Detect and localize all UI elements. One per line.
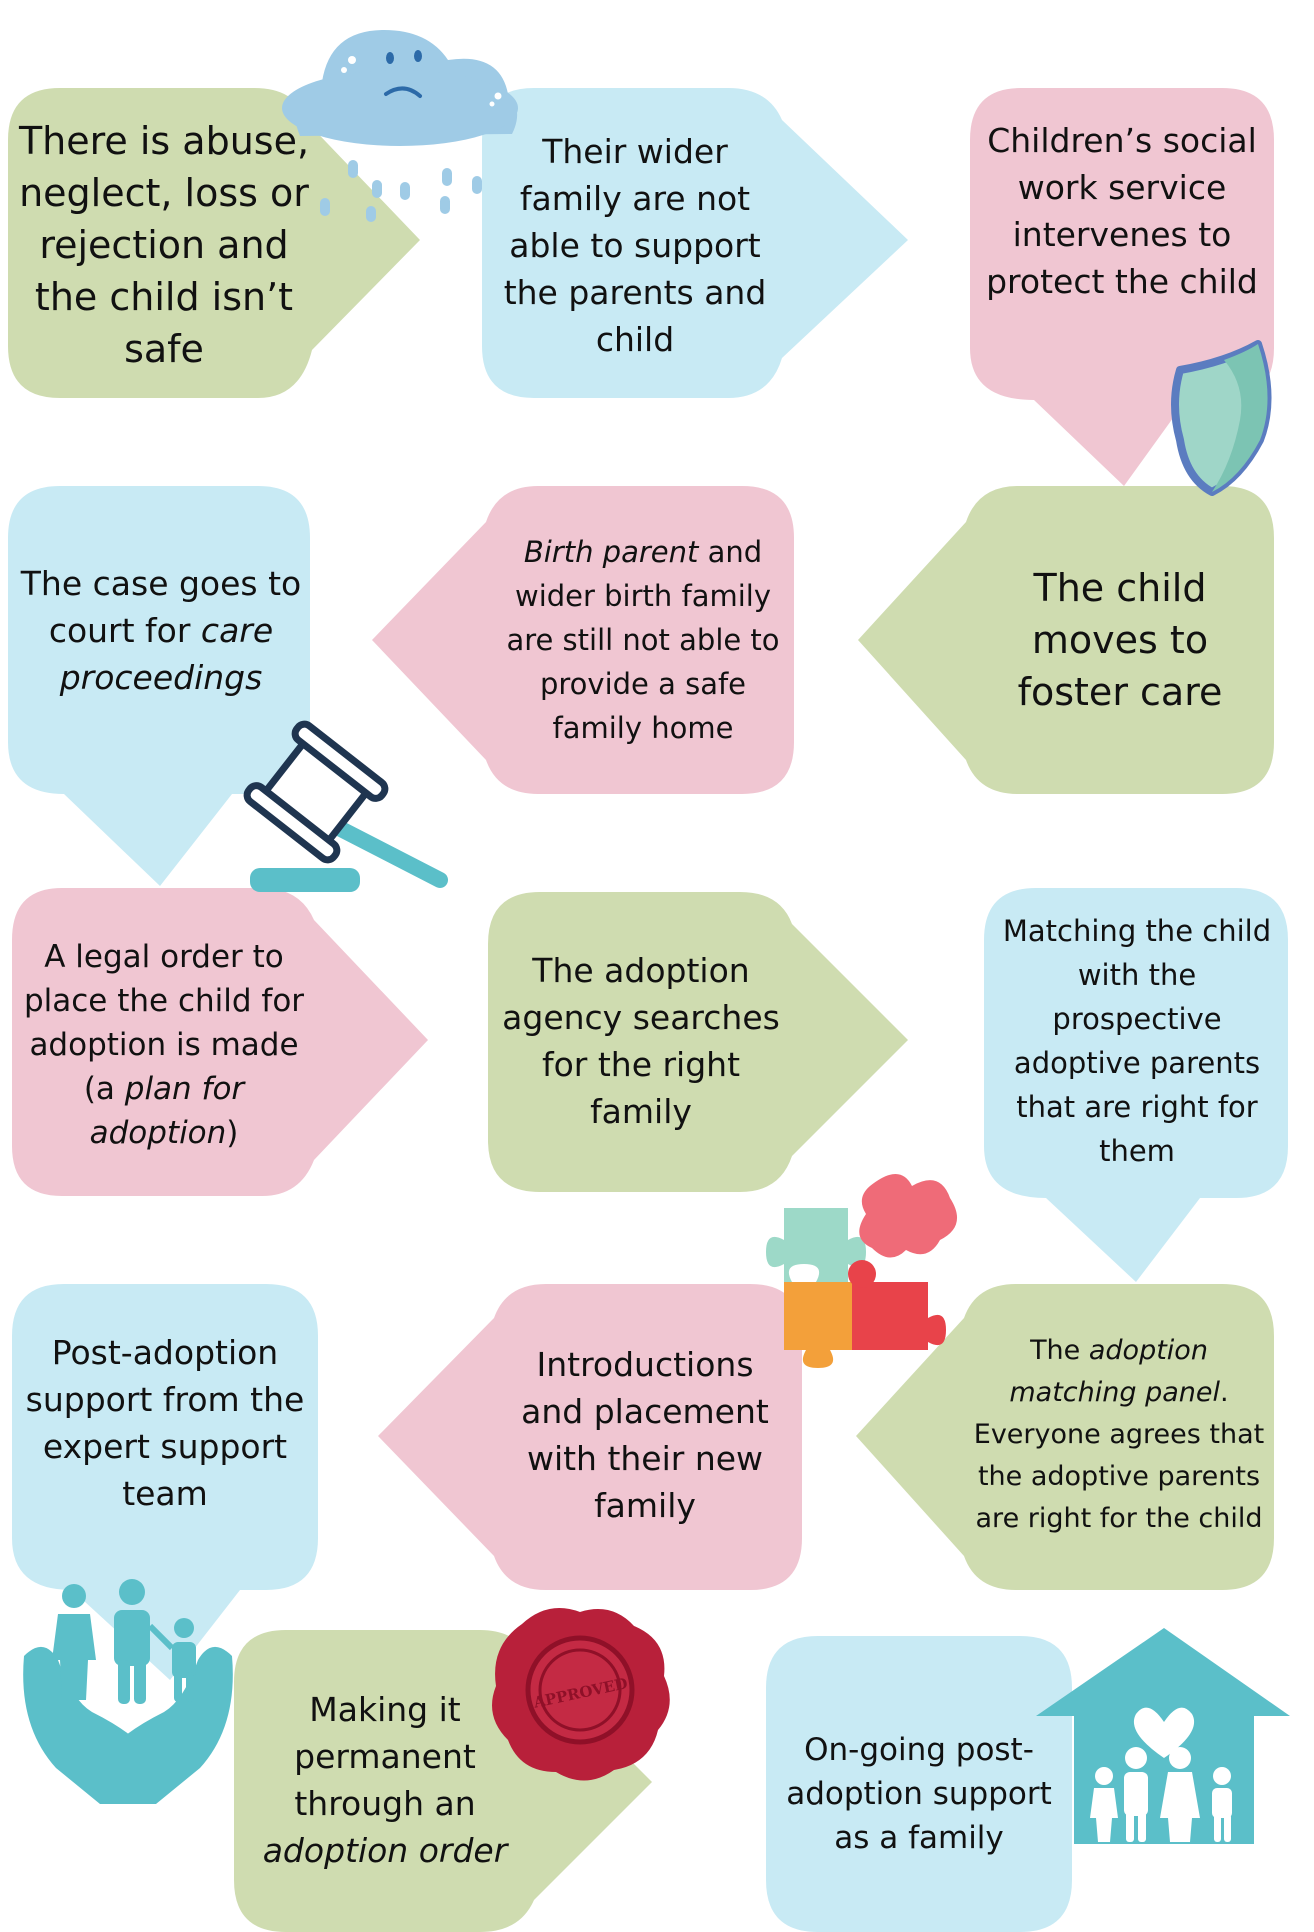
step-matching-text: Matching the child with the prospective … bbox=[1002, 914, 1272, 1168]
shield-icon bbox=[1171, 340, 1272, 496]
step-agency-search-text: The adoption agency searches for the rig… bbox=[502, 951, 780, 1131]
bubble-wider-family bbox=[482, 88, 908, 398]
bubble-panel bbox=[856, 1284, 1274, 1590]
step-introductions-text: Introductions and placement with their n… bbox=[521, 1345, 769, 1525]
bubble-court bbox=[8, 486, 310, 886]
bubble-ongoing bbox=[766, 1636, 1072, 1932]
step-panel-text: The adoption matching panel. Everyone ag… bbox=[973, 1335, 1265, 1534]
step-post-adoption-text: Post-adoption support from the expert su… bbox=[25, 1333, 305, 1513]
approved-wax-seal-icon: APPROVED bbox=[492, 1608, 670, 1781]
sad-rain-cloud-icon bbox=[282, 30, 518, 222]
step-abuse-text: There is abuse, neglect, loss or rejecti… bbox=[18, 119, 310, 371]
bubble-birth-parent bbox=[372, 486, 794, 794]
bubble-foster-care bbox=[858, 486, 1274, 794]
step-wider-family-text: Their wider family are not able to suppo… bbox=[503, 131, 767, 359]
family-in-hands-icon bbox=[23, 1579, 233, 1804]
bubble-matching bbox=[984, 888, 1288, 1282]
step-foster-care-text: The child moves to foster care bbox=[1017, 566, 1223, 714]
step-legal-order-text: A legal order to place the child for ado… bbox=[23, 939, 305, 1151]
puzzle-pieces-icon bbox=[766, 1174, 958, 1368]
bubble-abuse bbox=[8, 88, 420, 398]
step-adoption-order-text: Making it permanent through an adoption … bbox=[262, 1690, 508, 1870]
step-ongoing-text: On-going post-adoption support as a fami… bbox=[786, 1732, 1052, 1856]
bubble-agency-search bbox=[488, 892, 908, 1192]
gavel-icon bbox=[243, 720, 448, 892]
bubble-introductions bbox=[378, 1284, 802, 1590]
bubble-legal-order bbox=[12, 888, 428, 1196]
family-house-heart-icon bbox=[1036, 1628, 1290, 1844]
bubble-post-adoption bbox=[12, 1284, 318, 1680]
step-court-text: The case goes to court for care proceedi… bbox=[20, 563, 302, 697]
step-birth-parent-text: Birth parent and wider birth family are … bbox=[506, 535, 780, 745]
step-social-work-text: Children’s social work service intervene… bbox=[986, 121, 1258, 301]
